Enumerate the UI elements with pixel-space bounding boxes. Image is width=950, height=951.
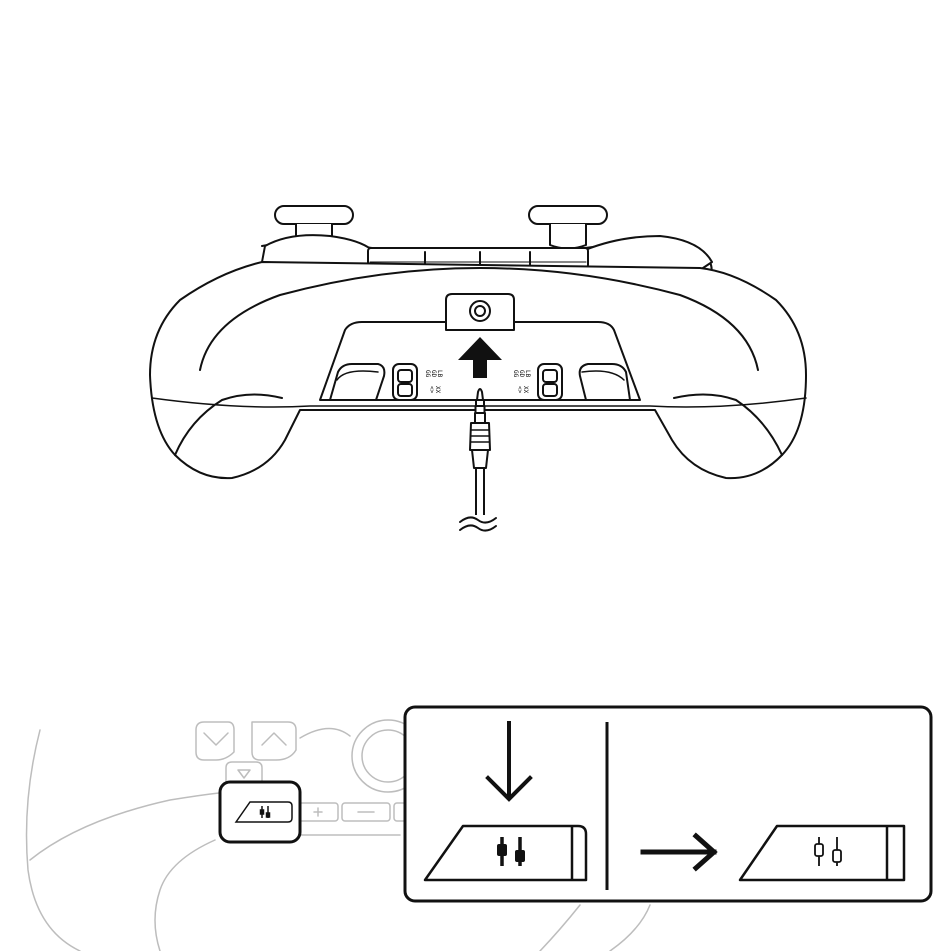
left-switch-mark-2: LB: [436, 370, 443, 378]
left-switch-mark-3: <>: [428, 386, 435, 394]
audio-jack-port: [446, 294, 514, 330]
step-callout: [405, 707, 931, 901]
left-switch-mark-0: GG: [424, 370, 431, 378]
cable-break-mark: [460, 517, 496, 530]
highlighted-mixer-button: [220, 782, 300, 842]
right-thumbstick: [529, 206, 607, 249]
left-switch-mark-1: GD: [430, 370, 437, 378]
left-switch-mark-4: XX: [434, 386, 441, 394]
right-profile-switch: [538, 364, 562, 400]
right-switch-mark-1: GD: [518, 370, 525, 378]
right-switch-mark-3: <>: [516, 386, 523, 394]
right-switch-mark-4: XX: [522, 386, 529, 394]
right-bumper: [585, 236, 712, 270]
left-profile-switch: [393, 364, 417, 400]
right-switch-mark-2: LB: [524, 370, 531, 378]
right-switch-mark-0: GG: [512, 370, 519, 378]
